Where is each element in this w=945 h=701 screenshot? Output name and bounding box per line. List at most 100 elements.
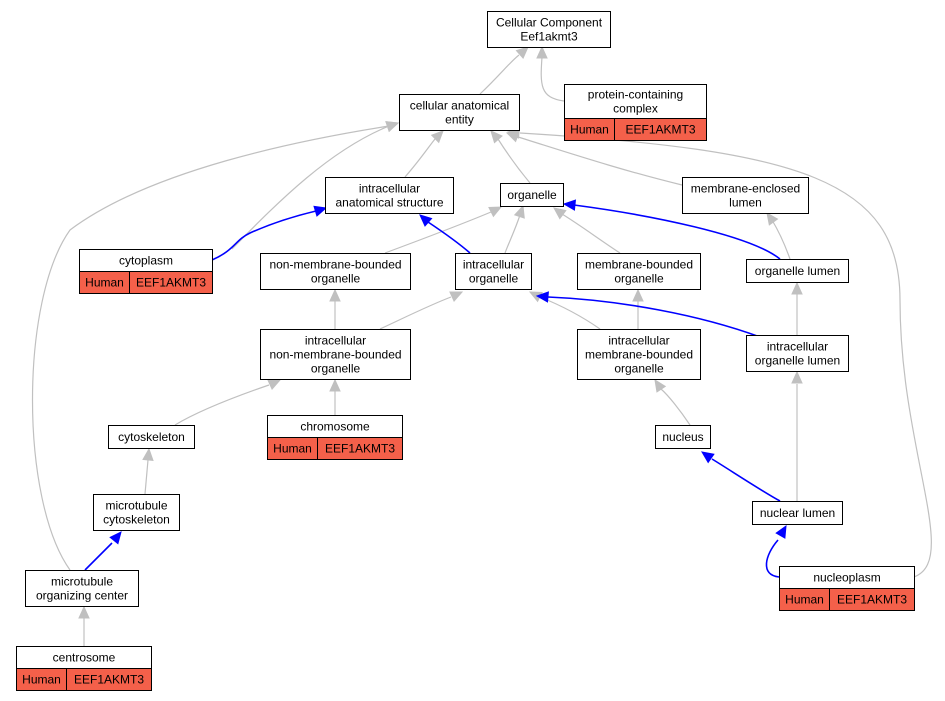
node-label-line: cytoplasm [119, 254, 173, 268]
node-box [746, 335, 849, 372]
node-label-line: organizing center [36, 589, 128, 603]
edge-imbo-to-mbo-arrowhead [632, 288, 644, 302]
node-label-line: intracellular [608, 334, 669, 348]
annotation-gene: EEF1AKMT3 [74, 673, 144, 687]
edge-cytoplasm-to-cae [231, 125, 390, 250]
edge-cytoplasm-to-ias [211, 210, 317, 261]
node-label-line: microtubule [51, 575, 113, 589]
node-label-line: intracellular [767, 340, 828, 354]
edge-nucleus-to-imbo [660, 388, 691, 426]
node-label-line: entity [445, 113, 474, 127]
node-box [746, 259, 849, 283]
edge-nl-to-iol-arrowhead [791, 370, 803, 384]
edge-io-to-organelle-arrowhead [513, 204, 525, 219]
edge-ias-to-cae-arrowhead [430, 130, 444, 144]
node-label-line: protein-containing [588, 88, 683, 102]
node-label-line: organelle [614, 272, 664, 286]
edge-mtoc-to-mtc-arrowhead [109, 531, 122, 545]
edge-ias-to-cae [404, 138, 436, 178]
node-ol[interactable]: organelle lumen [746, 259, 849, 283]
node-label-line: nucleus [662, 430, 703, 444]
node-box [577, 329, 701, 380]
edge-organelle-to-cae [497, 138, 531, 184]
node-label-line: organelle lumen [755, 264, 840, 278]
node-label-line: centrosome [53, 651, 116, 665]
node-label-line: nucleoplasm [813, 571, 880, 585]
edge-io-to-ias [427, 221, 471, 254]
node-cytoskeleton[interactable]: cytoskeleton [108, 425, 195, 449]
edge-mtoc-to-mtc [84, 542, 113, 571]
edge-nucleoplasm-to-nl [765, 539, 780, 578]
annotation-gene-cell [66, 668, 152, 691]
edge-cytoskeleton-to-inmbo [174, 384, 270, 426]
node-label-line: organelle [311, 362, 361, 376]
node-nucleus[interactable]: nucleus [655, 425, 711, 449]
node-box [25, 570, 139, 607]
node-organelle[interactable]: organelle [500, 183, 564, 207]
edge-mtoc-to-cae [31, 125, 390, 571]
node-label-line: organelle [614, 362, 664, 376]
edge-pcc-to-root-arrowhead [536, 45, 548, 59]
node-label-line: organelle [311, 272, 361, 286]
node-nl[interactable]: nuclear lumen [752, 501, 843, 525]
edge-ol-to-mel [771, 219, 791, 260]
node-box [577, 253, 701, 290]
edge-mbo-to-organelle [561, 213, 621, 254]
edge-organelle-to-cae-arrowhead [490, 130, 503, 144]
node-label-line: intracellular [305, 334, 366, 348]
node-box [260, 329, 411, 380]
edge-io-to-ias-arrowhead [419, 214, 433, 227]
edge-pcc-to-root [540, 56, 565, 102]
edge-mbo-to-organelle-arrowhead [553, 207, 567, 220]
edge-cae-to-root-arrowhead [515, 46, 529, 59]
edge-nmbo-to-organelle [384, 211, 492, 254]
node-label-line: membrane-bounded [585, 348, 693, 362]
node-inmbo[interactable]: intracellularnon-membrane-boundedorganel… [260, 329, 411, 380]
node-label-line: organelle [507, 188, 557, 202]
edges [31, 54, 932, 646]
edge-ol-to-organelle [573, 204, 781, 260]
node-box [455, 253, 532, 290]
node-label-line: microtubule [105, 499, 167, 513]
edge-ol-to-organelle-arrowhead [562, 199, 577, 211]
node-label-line: intracellular [359, 182, 420, 196]
annotation-species: Human [85, 276, 124, 290]
edge-io-to-organelle [504, 214, 521, 254]
annotation-gene-cell [129, 271, 213, 294]
node-label-line: Eef1akmt3 [520, 30, 578, 44]
edge-nl-to-nucleus [711, 458, 781, 502]
annotation-gene: EEF1AKMT3 [625, 123, 695, 137]
node-box [752, 501, 843, 525]
node-label-line: cytoskeleton [118, 430, 185, 444]
edge-nmbo-to-organelle-arrowhead [488, 206, 503, 218]
edge-centrosome-to-mtoc-arrowhead [78, 605, 90, 619]
edge-cytoplasm-to-ias-arrowhead [313, 205, 328, 217]
node-box [655, 425, 711, 449]
edge-inmbo-to-io-arrowhead [449, 291, 464, 303]
node-label-line: non-membrane-bounded [269, 348, 401, 362]
edge-nl-to-nucleus-arrowhead [701, 451, 715, 464]
annotation-gene-cell [829, 588, 915, 611]
node-box [260, 253, 411, 290]
annotation-species: Human [22, 673, 61, 687]
node-box [500, 183, 564, 207]
edge-imbo-to-io [539, 296, 601, 330]
node-box [564, 84, 707, 119]
